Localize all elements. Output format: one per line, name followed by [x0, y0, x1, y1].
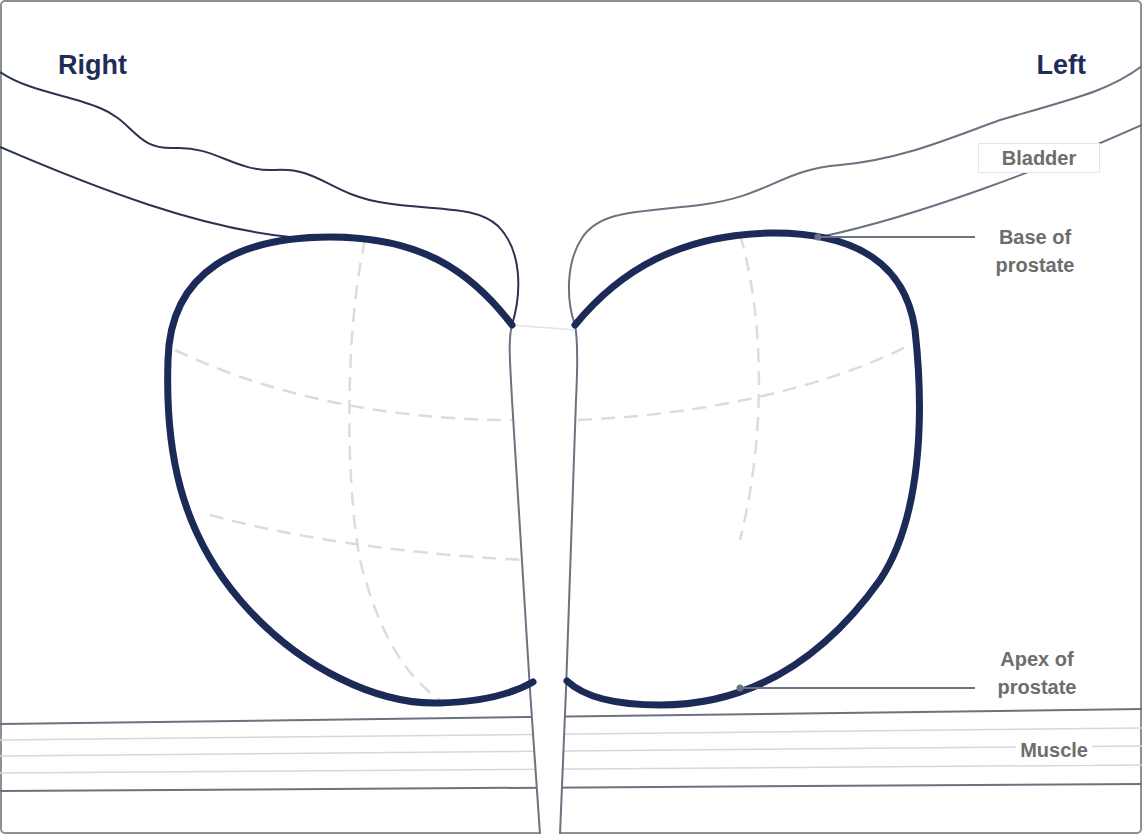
bladder-wall: [569, 66, 1142, 325]
part-label: Muscle: [1016, 737, 1092, 765]
muscle-line: [0, 784, 1142, 791]
muscle-line: [0, 765, 1142, 773]
leader-line: [740, 687, 975, 689]
urethra-wall: [510, 325, 540, 834]
urethra-line: [512, 325, 575, 330]
muscle-line: [0, 746, 1142, 756]
prostate-lobe: [567, 233, 919, 705]
zone-line: [210, 515, 525, 560]
organ-label: Bladder: [978, 143, 1100, 173]
leader-dot: [737, 685, 744, 692]
muscle-line: [0, 709, 1142, 724]
muscle-line: [0, 728, 1142, 740]
urethra-wall: [560, 325, 577, 834]
side-label: Left: [1037, 47, 1087, 84]
leader-lines: [737, 234, 976, 692]
prostate-lobe: [168, 237, 533, 703]
leader-line: [818, 236, 975, 238]
side-label: Right: [58, 47, 127, 84]
urethra-fill: [510, 325, 578, 834]
zone-line: [740, 235, 759, 540]
zone-line: [578, 345, 910, 420]
muscle-band: [0, 709, 1142, 791]
leader-dot: [815, 234, 822, 241]
bladder-wall: [820, 125, 1142, 237]
part-label: Base of prostate: [980, 224, 1090, 279]
bladder-wall: [0, 147, 290, 237]
zone-line: [175, 350, 512, 420]
bladder-wall: [0, 72, 518, 325]
bladder-wall: [0, 66, 1142, 325]
zone-line: [349, 240, 440, 700]
part-label: Apex of prostate: [982, 646, 1092, 701]
urethra: [510, 325, 578, 834]
prostate-outline: [168, 233, 920, 705]
